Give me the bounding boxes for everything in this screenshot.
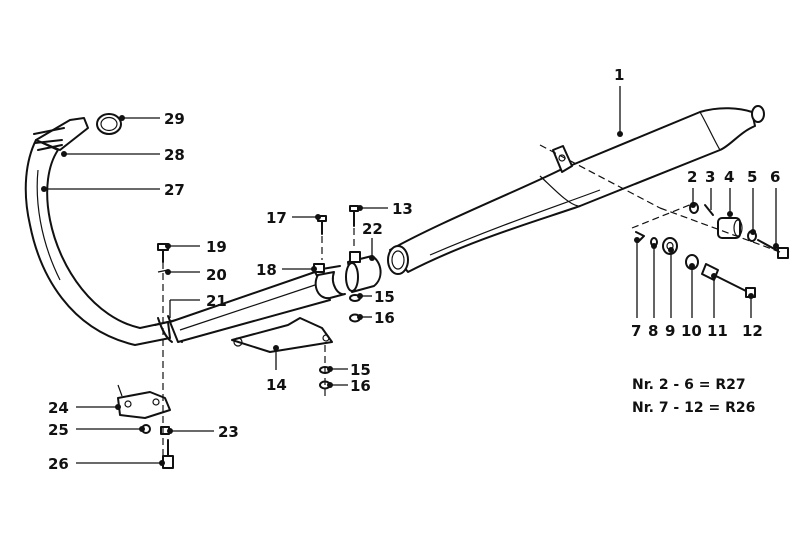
svg-text:16: 16 <box>374 309 395 327</box>
svg-text:15: 15 <box>374 288 395 306</box>
callout-13: 13 <box>357 200 413 218</box>
svg-text:10: 10 <box>681 322 702 340</box>
svg-text:25: 25 <box>48 421 69 439</box>
callout-25: 25 <box>48 421 145 439</box>
callout-21: 21 <box>169 292 227 318</box>
svg-text:14: 14 <box>266 376 287 394</box>
svg-text:12: 12 <box>742 322 763 340</box>
callout-15-lower: 15 <box>327 361 371 379</box>
callout-15-upper: 15 <box>357 288 395 306</box>
callout-1: 1 <box>614 66 624 137</box>
callout-6: 6 <box>770 168 780 249</box>
svg-text:17: 17 <box>266 209 287 227</box>
callout-16-upper: 16 <box>357 309 395 327</box>
svg-text:21: 21 <box>206 292 227 310</box>
svg-text:6: 6 <box>770 168 780 186</box>
svg-text:13: 13 <box>392 200 413 218</box>
connector-ring <box>345 251 382 293</box>
svg-text:27: 27 <box>164 181 185 199</box>
callout-23: 23 <box>167 423 239 441</box>
svg-text:28: 28 <box>164 146 185 164</box>
header-pipe <box>24 117 171 346</box>
svg-text:15: 15 <box>350 361 371 379</box>
model-note-r27: Nr. 2 - 6 = R27 <box>632 377 746 393</box>
svg-text:5: 5 <box>747 168 757 186</box>
svg-text:26: 26 <box>48 455 69 473</box>
svg-text:18: 18 <box>256 261 277 279</box>
callout-3: 3 <box>705 168 715 210</box>
svg-text:20: 20 <box>206 266 227 284</box>
callout-19: 19 <box>165 238 227 256</box>
callout-26: 26 <box>48 455 165 473</box>
svg-text:2: 2 <box>687 168 697 186</box>
gasket-ring <box>96 113 122 135</box>
callout-16-lower: 16 <box>327 377 371 395</box>
svg-text:1: 1 <box>614 66 624 84</box>
callout-14: 14 <box>266 345 287 394</box>
svg-text:11: 11 <box>707 322 728 340</box>
assembly-lines <box>162 144 781 458</box>
callout-20: 20 <box>165 266 227 284</box>
middle-clamp <box>313 263 346 300</box>
callout-28: 28 <box>61 146 185 164</box>
model-note-r26: Nr. 7 - 12 = R26 <box>632 400 755 416</box>
callout-17: 17 <box>266 209 321 227</box>
lower-bracket <box>117 384 171 419</box>
callout-24: 24 <box>48 399 121 417</box>
callout-9: 9 <box>665 247 675 340</box>
callout-5: 5 <box>747 168 757 235</box>
svg-text:8: 8 <box>648 322 658 340</box>
callout-2: 2 <box>687 168 697 208</box>
callout-7: 7 <box>631 237 641 340</box>
callout-11: 11 <box>707 273 728 340</box>
callout-8: 8 <box>648 243 658 340</box>
svg-text:23: 23 <box>218 423 239 441</box>
svg-text:19: 19 <box>206 238 227 256</box>
muffler <box>387 105 765 275</box>
svg-text:9: 9 <box>665 322 675 340</box>
svg-text:22: 22 <box>362 220 383 238</box>
svg-text:7: 7 <box>631 322 641 340</box>
svg-text:16: 16 <box>350 377 371 395</box>
callout-29: 29 <box>119 110 185 128</box>
middle-bracket <box>231 317 333 353</box>
callout-10: 10 <box>681 263 702 340</box>
callout-22: 22 <box>362 220 383 261</box>
svg-text:3: 3 <box>705 168 715 186</box>
svg-text:29: 29 <box>164 110 185 128</box>
middle-pipe <box>169 271 331 343</box>
callout-12: 12 <box>742 293 763 340</box>
svg-text:4: 4 <box>724 168 734 186</box>
svg-text:24: 24 <box>48 399 69 417</box>
callout-18: 18 <box>256 261 317 279</box>
callout-27: 27 <box>41 181 185 199</box>
callout-4: 4 <box>724 168 734 217</box>
